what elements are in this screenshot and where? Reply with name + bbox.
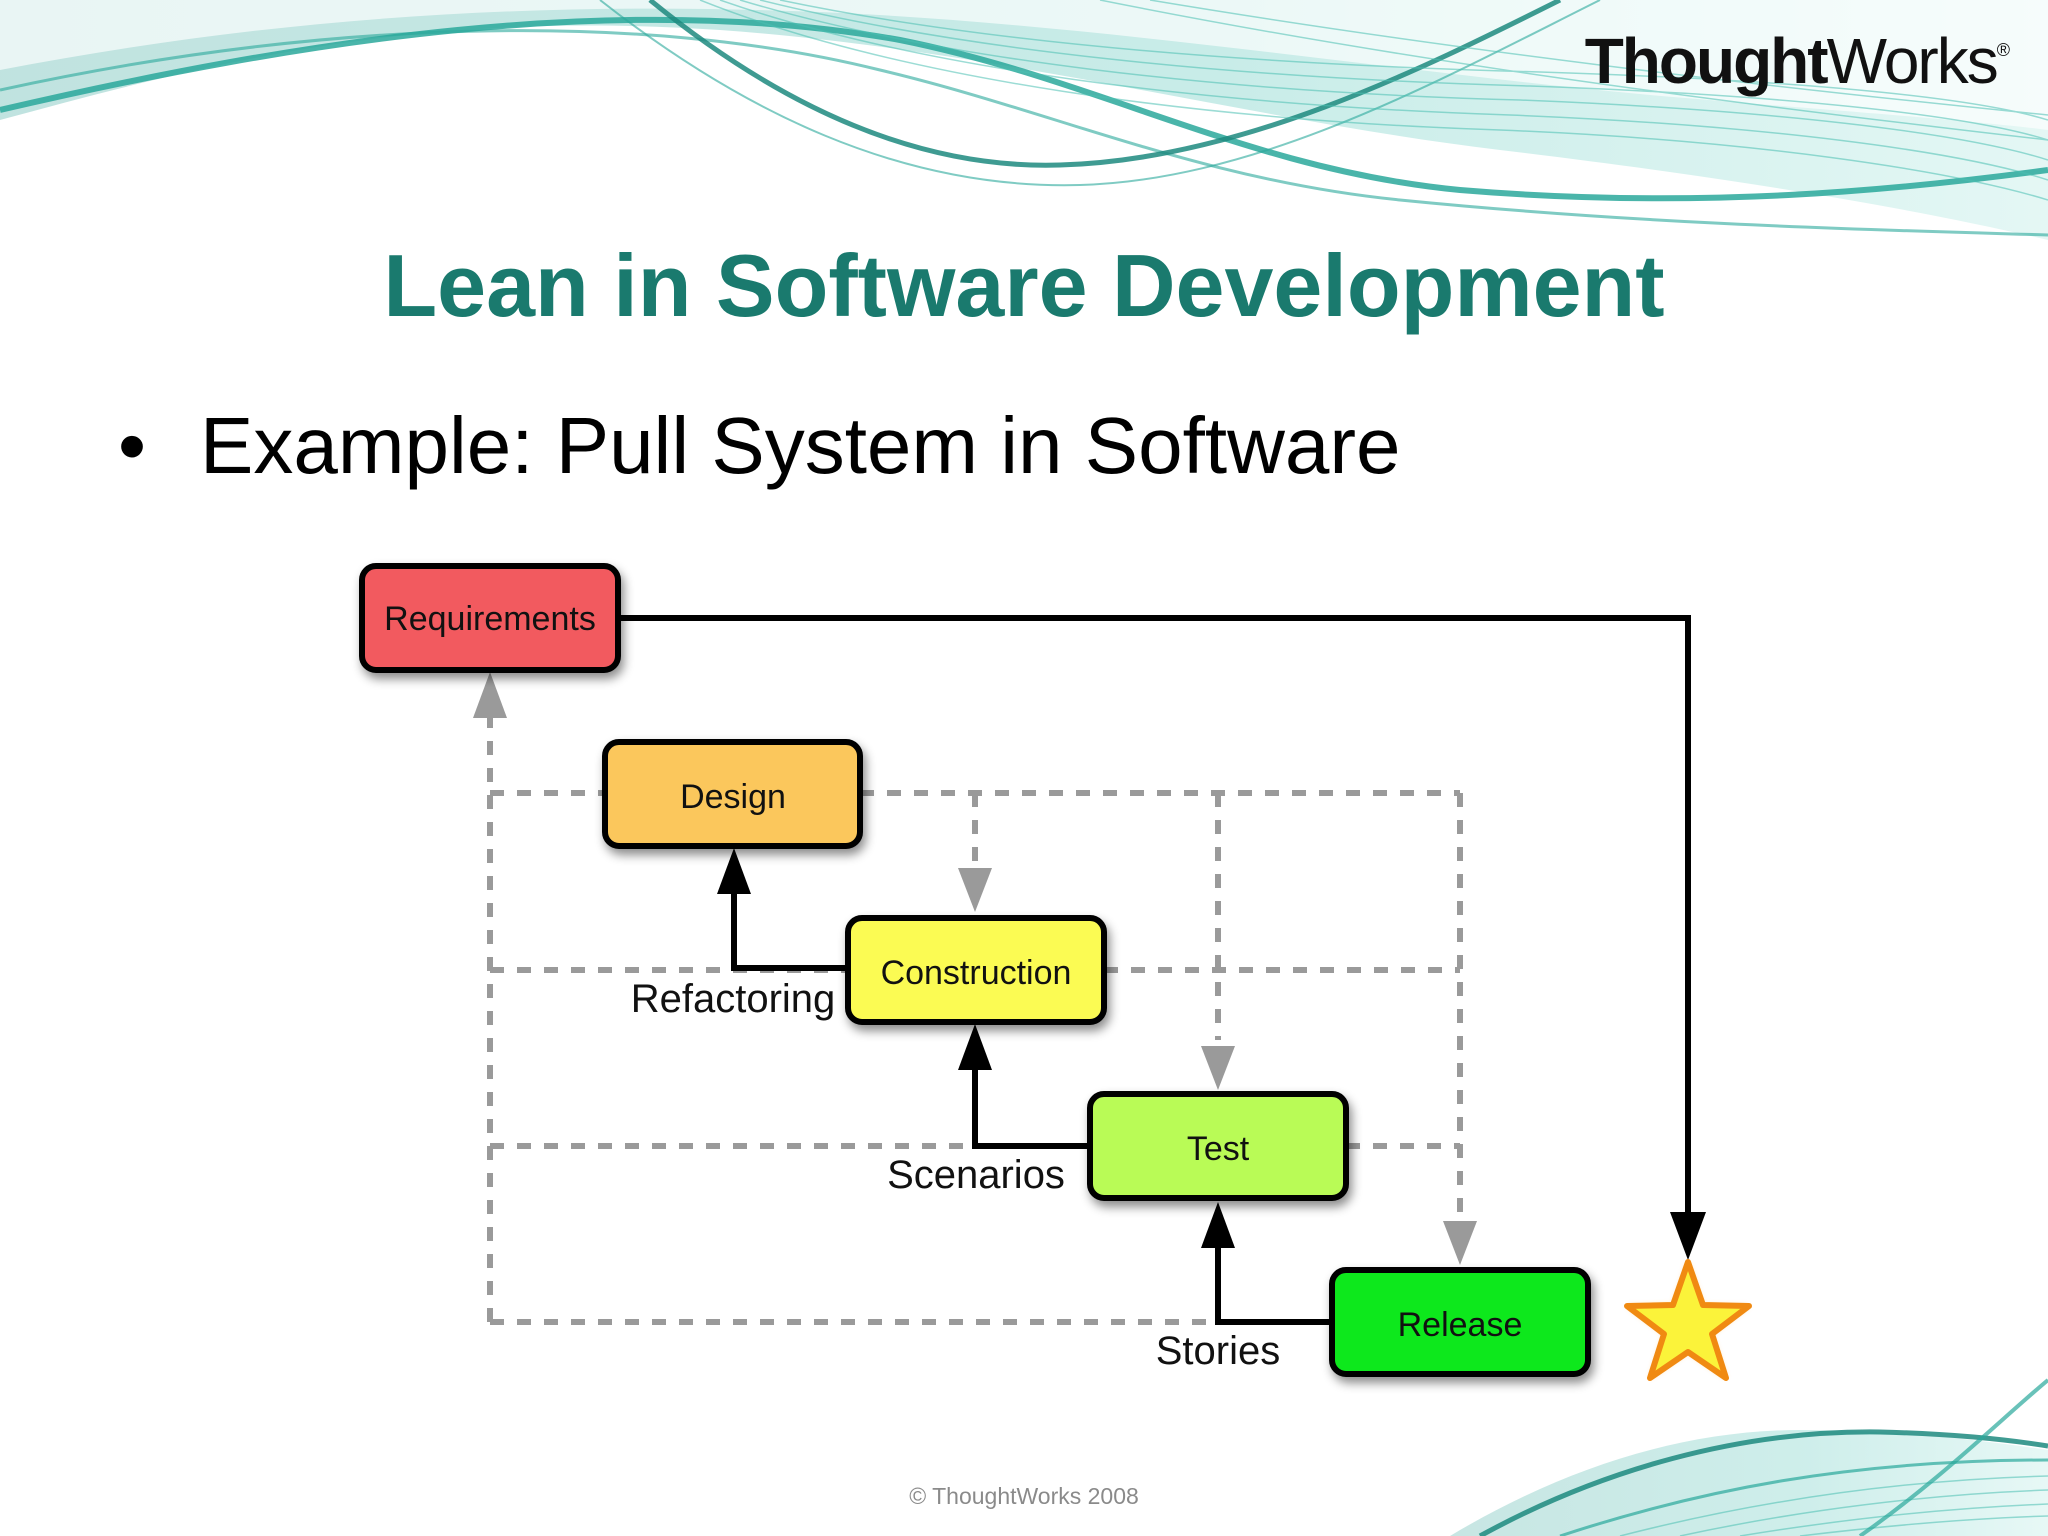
box-requirements: Requirements [359,563,621,673]
arrowhead-to-construction [958,868,992,912]
requirements-box-shape [359,563,621,673]
requirements-label: Requirements [384,600,596,638]
arrowhead-to-test [1201,1046,1235,1090]
box-construction: Construction [845,915,1107,1025]
logo-regular-text: Works [1826,25,1999,97]
bullet-item: • Example: Pull System in Software [118,400,1400,492]
box-test: Test [1087,1091,1349,1201]
scenarios-label: Scenarios [887,1153,1065,1197]
box-design: Design [602,739,863,849]
arrowhead-up-to-test [1201,1202,1235,1248]
thoughtworks-logo: ThoughtWorks® [1584,24,2010,98]
arrowhead-up-to-construction [958,1024,992,1070]
arrowhead-to-release [1443,1221,1477,1265]
logo-bold-text: Thought [1584,25,1829,97]
star-shape [1624,1259,1752,1381]
construction-box-shape [845,915,1107,1025]
bullet-symbol: • [118,401,147,490]
scenarios-line [972,1066,1088,1149]
bullet-text: Example: Pull System in Software [200,401,1401,490]
arrowhead-to-star [1670,1212,1706,1260]
box-release: Release [1329,1267,1591,1377]
stories-line [1215,1244,1330,1325]
pull-arrowheads [717,848,1706,1260]
pull-lines [618,615,1691,1325]
design-box-shape [602,739,863,849]
slide-title: Lean in Software Development [383,236,1665,335]
arrowhead-to-requirements [473,672,507,718]
dashed-arrowheads [473,672,1477,1265]
copyright-footer: © ThoughtWorks 2008 [909,1483,1139,1509]
design-label: Design [680,778,786,816]
stories-label: Stories [1156,1329,1281,1373]
registered-mark: ® [1996,40,2010,60]
test-label: Test [1187,1130,1250,1168]
arrowhead-to-design [717,848,751,894]
refactoring-line [731,890,845,971]
test-box-shape [1087,1091,1349,1201]
construction-label: Construction [881,954,1072,992]
refactoring-label: Refactoring [631,977,836,1021]
star-icon [1624,1259,1752,1381]
release-label: Release [1398,1306,1523,1344]
release-box-shape [1329,1267,1591,1377]
requirements-to-star-line [618,615,1691,1218]
